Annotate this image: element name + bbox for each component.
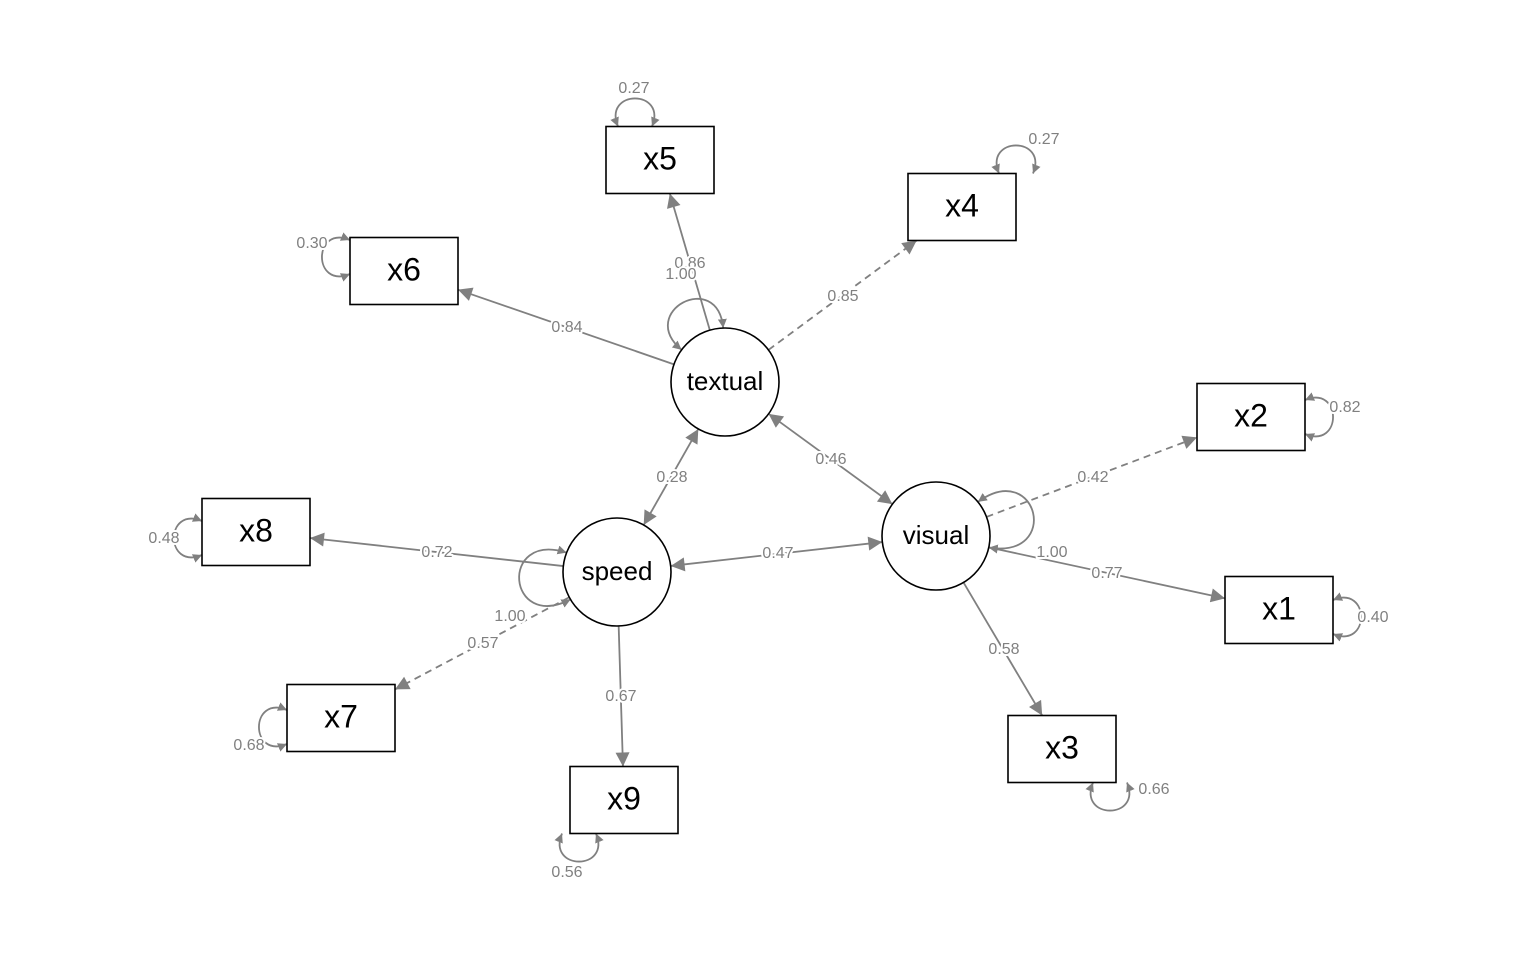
loading-label-textual-x6: 0.84 [551, 319, 582, 336]
node-label-x2: x2 [1234, 397, 1268, 433]
loading-arrow-speed-x7 [394, 596, 570, 691]
indicator-node-x1: x1 [1224, 575, 1334, 645]
latent-circle-textual [670, 327, 780, 437]
edges-layer [309, 193, 1226, 767]
variance-label-textual: 1.00 [665, 266, 696, 283]
variance-loop-textual [667, 298, 727, 351]
indicator-node-x9: x9 [569, 765, 679, 835]
variance-loop-x2 [1304, 392, 1334, 442]
covariance-label-textual-speed: 0.28 [656, 469, 687, 486]
variance-label-x8: 0.48 [148, 530, 179, 547]
variance-label-x1: 0.40 [1357, 609, 1388, 626]
indicator-box-x2 [1196, 382, 1306, 452]
indicator-box-x4 [907, 172, 1017, 242]
node-label-x4: x4 [945, 187, 979, 223]
latent-circle-visual [881, 481, 991, 591]
node-label-x7: x7 [324, 698, 358, 734]
loading-label-visual-x1: 0.77 [1091, 565, 1122, 582]
loading-label-visual-x2: 0.42 [1077, 469, 1108, 486]
covariance-label-textual-visual: 0.46 [815, 451, 846, 468]
loading-label-textual-x4: 0.85 [827, 288, 858, 305]
indicator-box-x5 [605, 125, 715, 195]
latent-node-visual: visual [881, 481, 991, 591]
node-label-x3: x3 [1045, 729, 1079, 765]
variance-loop-x1 [1332, 592, 1362, 642]
covariance-arrow-speed-visual [670, 536, 883, 572]
variance-label-x9: 0.56 [551, 864, 582, 881]
variance-label-x5: 0.27 [618, 80, 649, 97]
indicator-node-x4: x4 [907, 172, 1017, 242]
covariance-arrow-textual-speed [642, 428, 700, 526]
node-label-x8: x8 [239, 512, 273, 548]
latent-circle-speed [562, 517, 672, 627]
variance-label-x3: 0.66 [1138, 781, 1169, 798]
variance-loop-x4 [991, 144, 1041, 174]
variance-label-x4: 0.27 [1028, 131, 1059, 148]
variance-loop-x5 [610, 97, 660, 127]
variance-label-visual: 1.00 [1036, 544, 1067, 561]
edge-labels-layer: 0.85 0.86 0.84 0.77 0.42 0.58 0.57 0.72 0.67 0.46… [146, 78, 1390, 883]
variance-loops-layer [173, 97, 1362, 863]
variance-loop-x6 [321, 232, 351, 282]
variance-label-x7: 0.68 [233, 737, 264, 754]
latent-node-textual: textual [670, 327, 780, 437]
node-label-x6: x6 [387, 251, 421, 287]
variance-loop-x7 [258, 702, 288, 752]
loading-arrow-textual-x5 [667, 193, 711, 331]
node-label-x5: x5 [643, 140, 677, 176]
nodes-layer: textual visual speed x1 x2 x3 x4 x5 x6 x7 x8 x9 [201, 125, 1334, 835]
variance-loop-x9 [554, 833, 604, 863]
loading-label-visual-x3: 0.58 [988, 641, 1019, 658]
loading-arrow-speed-x9 [615, 625, 630, 767]
loading-arrow-visual-x3 [962, 582, 1043, 716]
covariance-arrow-textual-visual [768, 413, 893, 505]
indicator-node-x5: x5 [605, 125, 715, 195]
latent-node-speed: speed [562, 517, 672, 627]
variance-label-x6: 0.30 [296, 235, 327, 252]
variance-loop-x3 [1085, 782, 1135, 812]
indicator-node-x8: x8 [201, 497, 311, 567]
indicator-node-x3: x3 [1007, 714, 1117, 784]
indicator-box-x7 [286, 683, 396, 753]
loading-arrow-textual-x6 [457, 287, 675, 366]
variance-loop-x8 [173, 513, 203, 563]
variance-loop-visual [977, 490, 1035, 554]
loading-label-speed-x7: 0.57 [467, 635, 498, 652]
indicator-box-x3 [1007, 714, 1117, 784]
variance-loop-speed [518, 545, 571, 608]
node-label-speed: speed [582, 556, 653, 586]
loading-arrow-visual-x2 [986, 435, 1198, 518]
node-label-visual: visual [903, 520, 969, 550]
indicator-box-x9 [569, 765, 679, 835]
variance-label-x2: 0.82 [1329, 399, 1360, 416]
node-label-textual: textual [687, 366, 764, 396]
covariance-label-speed-visual: 0.47 [762, 545, 793, 562]
loading-label-speed-x9: 0.67 [605, 688, 636, 705]
loading-label-speed-x8: 0.72 [421, 544, 452, 561]
indicator-node-x6: x6 [349, 236, 459, 306]
variance-label-speed: 1.00 [494, 608, 525, 625]
indicator-box-x8 [201, 497, 311, 567]
indicator-box-x6 [349, 236, 459, 306]
loading-arrow-textual-x4 [767, 239, 918, 351]
indicator-box-x1 [1224, 575, 1334, 645]
indicator-node-x7: x7 [286, 683, 396, 753]
loading-label-textual-x5: 0.86 [674, 255, 705, 272]
indicator-node-x2: x2 [1196, 382, 1306, 452]
node-label-x9: x9 [607, 780, 641, 816]
loading-arrow-speed-x8 [309, 532, 564, 567]
node-label-x1: x1 [1262, 590, 1296, 626]
loading-arrow-visual-x1 [988, 546, 1226, 603]
